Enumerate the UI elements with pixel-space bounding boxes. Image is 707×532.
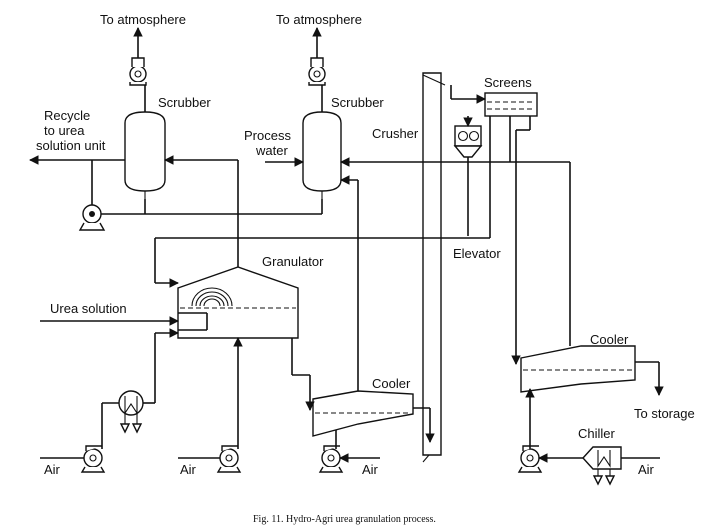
label-elevator: Elevator xyxy=(453,246,501,261)
label-air-1: Air xyxy=(44,462,61,477)
label-cooler-right: Cooler xyxy=(590,332,629,347)
air-heater xyxy=(118,390,144,434)
blower-4 xyxy=(517,445,543,473)
label-granulator: Granulator xyxy=(262,254,324,269)
label-scrubber-left: Scrubber xyxy=(158,95,211,110)
recycle-pump xyxy=(78,204,106,231)
label-recycle-line-2: to urea xyxy=(44,123,85,138)
label-chiller: Chiller xyxy=(578,426,616,441)
label-air-2: Air xyxy=(180,462,197,477)
cooler-right xyxy=(520,345,636,393)
exhaust-fan-left xyxy=(129,57,147,86)
label-recycle-line-3: solution unit xyxy=(36,138,106,153)
blower-3 xyxy=(318,445,344,473)
label-to-atmosphere-left: To atmosphere xyxy=(100,12,186,27)
label-screens: Screens xyxy=(484,75,532,90)
label-crusher: Crusher xyxy=(372,126,419,141)
label-scrubber-right: Scrubber xyxy=(331,95,384,110)
crusher xyxy=(453,125,483,158)
granulator xyxy=(177,266,299,339)
label-urea-solution: Urea solution xyxy=(50,301,127,316)
blower-2 xyxy=(216,445,242,473)
label-air-4: Air xyxy=(638,462,655,477)
blower-1 xyxy=(80,445,106,473)
process-lines xyxy=(29,27,664,463)
label-cooler-left: Cooler xyxy=(372,376,411,391)
cooler-left xyxy=(312,390,414,437)
exhaust-fan-right xyxy=(308,57,326,86)
bucket-elevator xyxy=(422,72,446,463)
chiller xyxy=(582,446,622,486)
screens xyxy=(484,92,538,117)
scrubber-right xyxy=(302,111,342,199)
label-process-water-line-1: Process xyxy=(244,128,291,143)
label-to-atmosphere-right: To atmosphere xyxy=(276,12,362,27)
label-recycle-line-1: Recycle xyxy=(44,108,90,123)
label-process-water-line-2: water xyxy=(255,143,288,158)
scrubber-left xyxy=(124,111,166,199)
label-to-storage: To storage xyxy=(634,406,695,421)
label-air-3: Air xyxy=(362,462,379,477)
figure-caption: Fig. 11. Hydro-Agri urea granulation pro… xyxy=(253,514,436,525)
